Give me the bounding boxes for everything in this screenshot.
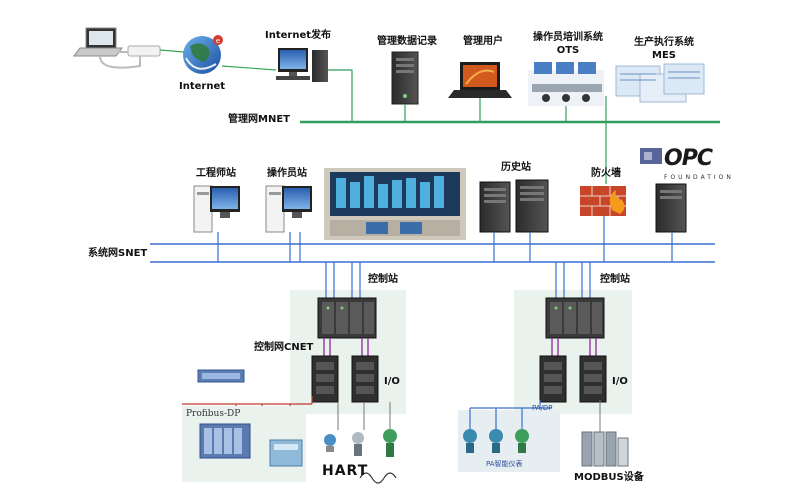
profibus-device-icon <box>197 369 245 383</box>
operator-station-label: 操作员站 <box>267 168 307 179</box>
svg-text:e: e <box>216 37 220 45</box>
mnet-label: 管理网MNET <box>228 114 290 125</box>
ots-label-line1: 操作员培训系统 <box>533 32 603 43</box>
controller-rack-icon <box>545 297 605 339</box>
control-station-1-label: 控制站 <box>368 274 398 285</box>
opc-logo <box>640 148 662 164</box>
pa-lines <box>469 407 552 430</box>
snet-controller-links <box>325 262 591 300</box>
snet-label: 系统网SNET <box>88 248 148 259</box>
mes-screens-icon <box>615 63 705 103</box>
internet-link <box>159 49 185 53</box>
io-module-icon <box>351 355 379 403</box>
server-icon <box>479 181 511 233</box>
firewall-label: 防火墙 <box>591 168 621 179</box>
mes-label-line2: MES <box>652 50 676 61</box>
field-device-icon <box>324 434 336 452</box>
internet-label: Internet <box>178 81 226 92</box>
field-device-icon <box>352 432 364 456</box>
pa-panel <box>458 410 560 472</box>
internet-publish-label: Internet发布 <box>264 30 332 41</box>
field-device-icon <box>489 429 503 453</box>
desktop-pc-icon <box>276 48 328 82</box>
hart-lines <box>337 402 391 430</box>
io-module-icon <box>579 355 607 403</box>
io-1-label: I/O <box>384 376 400 387</box>
server-icon <box>391 51 419 105</box>
field-device-icon <box>463 429 477 453</box>
control-station-2-label: 控制站 <box>600 274 630 285</box>
pa-instrument-label: PA智能仪表 <box>486 460 523 468</box>
training-room-icon <box>528 62 604 106</box>
laptop-user-icon <box>448 62 512 98</box>
engineer-station-label: 工程师站 <box>196 168 236 179</box>
control-screen-icon <box>324 168 466 240</box>
remote-io-icon <box>199 423 251 459</box>
profibus-dp-label: Profibus-DP <box>186 409 241 419</box>
workstation-icon <box>265 185 312 233</box>
mgmt-user-label: 管理用户 <box>463 36 503 47</box>
snet-drops <box>217 232 673 262</box>
server-icon <box>655 183 687 233</box>
controller-rack-icon <box>317 297 377 339</box>
firewall-icon <box>580 186 626 216</box>
io-module-icon <box>311 355 339 403</box>
cnet-lines <box>323 338 597 358</box>
internet-publish-link <box>221 65 277 71</box>
modbus-device-label: MODBUS设备 <box>574 472 644 483</box>
io-2-label: I/O <box>612 376 628 387</box>
ots-label-line2: OTS <box>556 45 580 56</box>
hart-wave <box>359 472 397 484</box>
remote-io-icon <box>269 439 303 467</box>
mgmt-data-record-label: 管理数据记录 <box>377 36 437 47</box>
pa-dp-label: PA/DP <box>532 404 553 412</box>
opc-foundation-label: FOUNDATION <box>664 174 734 181</box>
server-icon <box>515 179 549 233</box>
cnet-label: 控制网CNET <box>254 342 314 353</box>
globe-icon: e <box>183 35 223 74</box>
router-icon <box>99 45 161 69</box>
workstation-icon <box>193 185 240 233</box>
io-module-icon <box>539 355 567 403</box>
modbus-device-icon <box>581 431 629 467</box>
publish-mnet-link <box>328 69 353 122</box>
mes-label-line1: 生产执行系统 <box>634 37 694 48</box>
field-device-icon <box>515 429 529 453</box>
hart-label: HART <box>322 463 369 479</box>
laptop-icon <box>73 27 123 57</box>
field-device-icon <box>383 429 397 457</box>
history-station-label: 历史站 <box>501 162 531 173</box>
opc-label: OPC <box>664 146 713 171</box>
